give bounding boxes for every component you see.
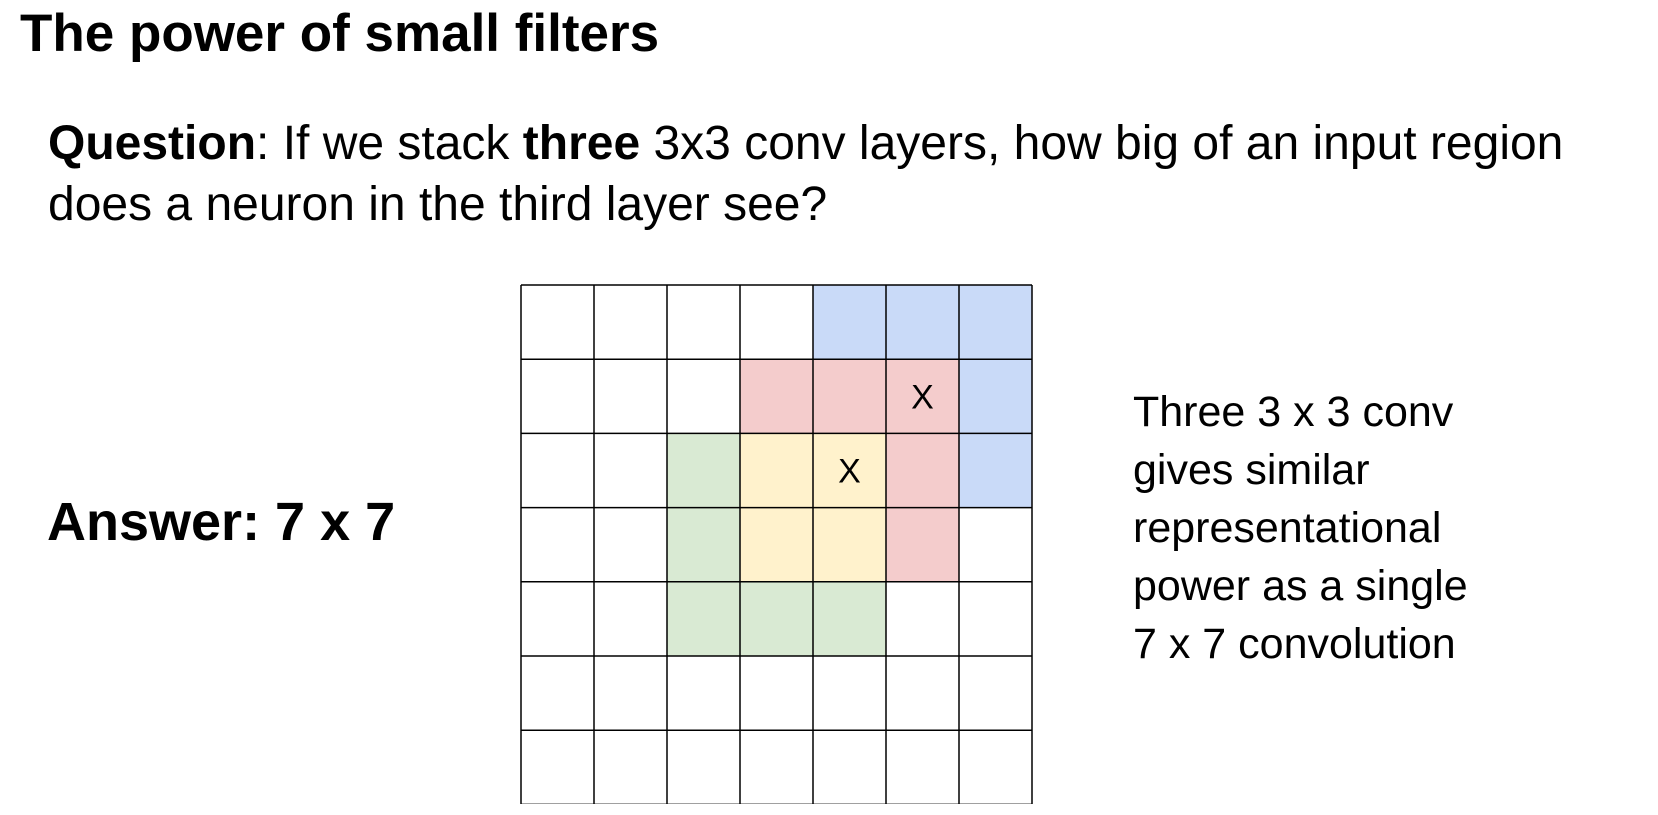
side-note-line: 7 x 7 convolution [1133, 620, 1456, 668]
grid-cell-red [886, 433, 959, 508]
grid-cell-yellow [813, 507, 886, 582]
grid-cell-blue [959, 359, 1032, 434]
question-part-2: 3x3 conv layers, how big of an input reg… [48, 117, 1564, 231]
grid-cell [740, 730, 813, 804]
question-part-1: : If we stack [256, 117, 523, 170]
grid-cell [667, 285, 740, 360]
grid-cell [813, 730, 886, 804]
grid-cell [594, 656, 667, 731]
grid-cell [521, 285, 594, 360]
grid-cell-green [667, 581, 740, 656]
grid-cell-red [813, 359, 886, 434]
grid-cell [521, 433, 594, 508]
grid-cell [667, 730, 740, 804]
grid-cell-green [667, 507, 740, 582]
grid-cell-blue [813, 285, 886, 360]
question-label: Question [48, 117, 257, 170]
grid-cell [886, 730, 959, 804]
receptive-field-grid: XX [520, 284, 1033, 804]
grid-cell-green [667, 433, 740, 508]
question-emphasis: three [522, 117, 641, 170]
grid-cell [740, 285, 813, 360]
grid-cell-yellow [740, 433, 813, 508]
grid-cell-blue [959, 285, 1032, 360]
grid-cell [594, 359, 667, 434]
grid-cell [594, 507, 667, 582]
cell-mark-x: X [838, 453, 861, 491]
cell-mark-x: X [911, 378, 934, 416]
grid-cell [594, 581, 667, 656]
grid-cell-green [813, 581, 886, 656]
grid-cell [886, 581, 959, 656]
grid-cell-blue [886, 285, 959, 360]
grid-cell-green [740, 581, 813, 656]
side-note-line: representational [1133, 504, 1442, 552]
grid-cell [959, 581, 1032, 656]
grid-cell [521, 359, 594, 434]
grid-cell-red [740, 359, 813, 434]
grid-cell [886, 656, 959, 731]
grid-cell-red [886, 359, 959, 434]
question-text: Question: If we stack three 3x3 conv lay… [48, 113, 1608, 235]
grid-cell [959, 507, 1032, 582]
grid-cell-red [886, 507, 959, 582]
grid-cell [594, 433, 667, 508]
grid-cell [740, 656, 813, 731]
slide-title: The power of small filters [20, 4, 660, 63]
grid-cell-blue [959, 433, 1032, 508]
grid-cell [959, 730, 1032, 804]
grid-cell-yellow [813, 433, 886, 508]
grid-cell [667, 656, 740, 731]
grid-cell [813, 656, 886, 731]
grid-cell-yellow [740, 507, 813, 582]
grid-cell [521, 507, 594, 582]
grid-cell [521, 730, 594, 804]
grid-cell [667, 359, 740, 434]
grid-cell [521, 656, 594, 731]
side-note: Three 3 x 3 conv gives similar represent… [1133, 383, 1533, 673]
grid-cell [594, 285, 667, 360]
grid-cell [594, 730, 667, 804]
answer-text: Answer: 7 x 7 [47, 492, 396, 552]
side-note-line: power as a single [1133, 562, 1468, 610]
grid-cell [521, 581, 594, 656]
side-note-line: Three 3 x 3 conv [1133, 388, 1454, 436]
side-note-line: gives similar [1133, 446, 1370, 494]
grid-cell [959, 656, 1032, 731]
